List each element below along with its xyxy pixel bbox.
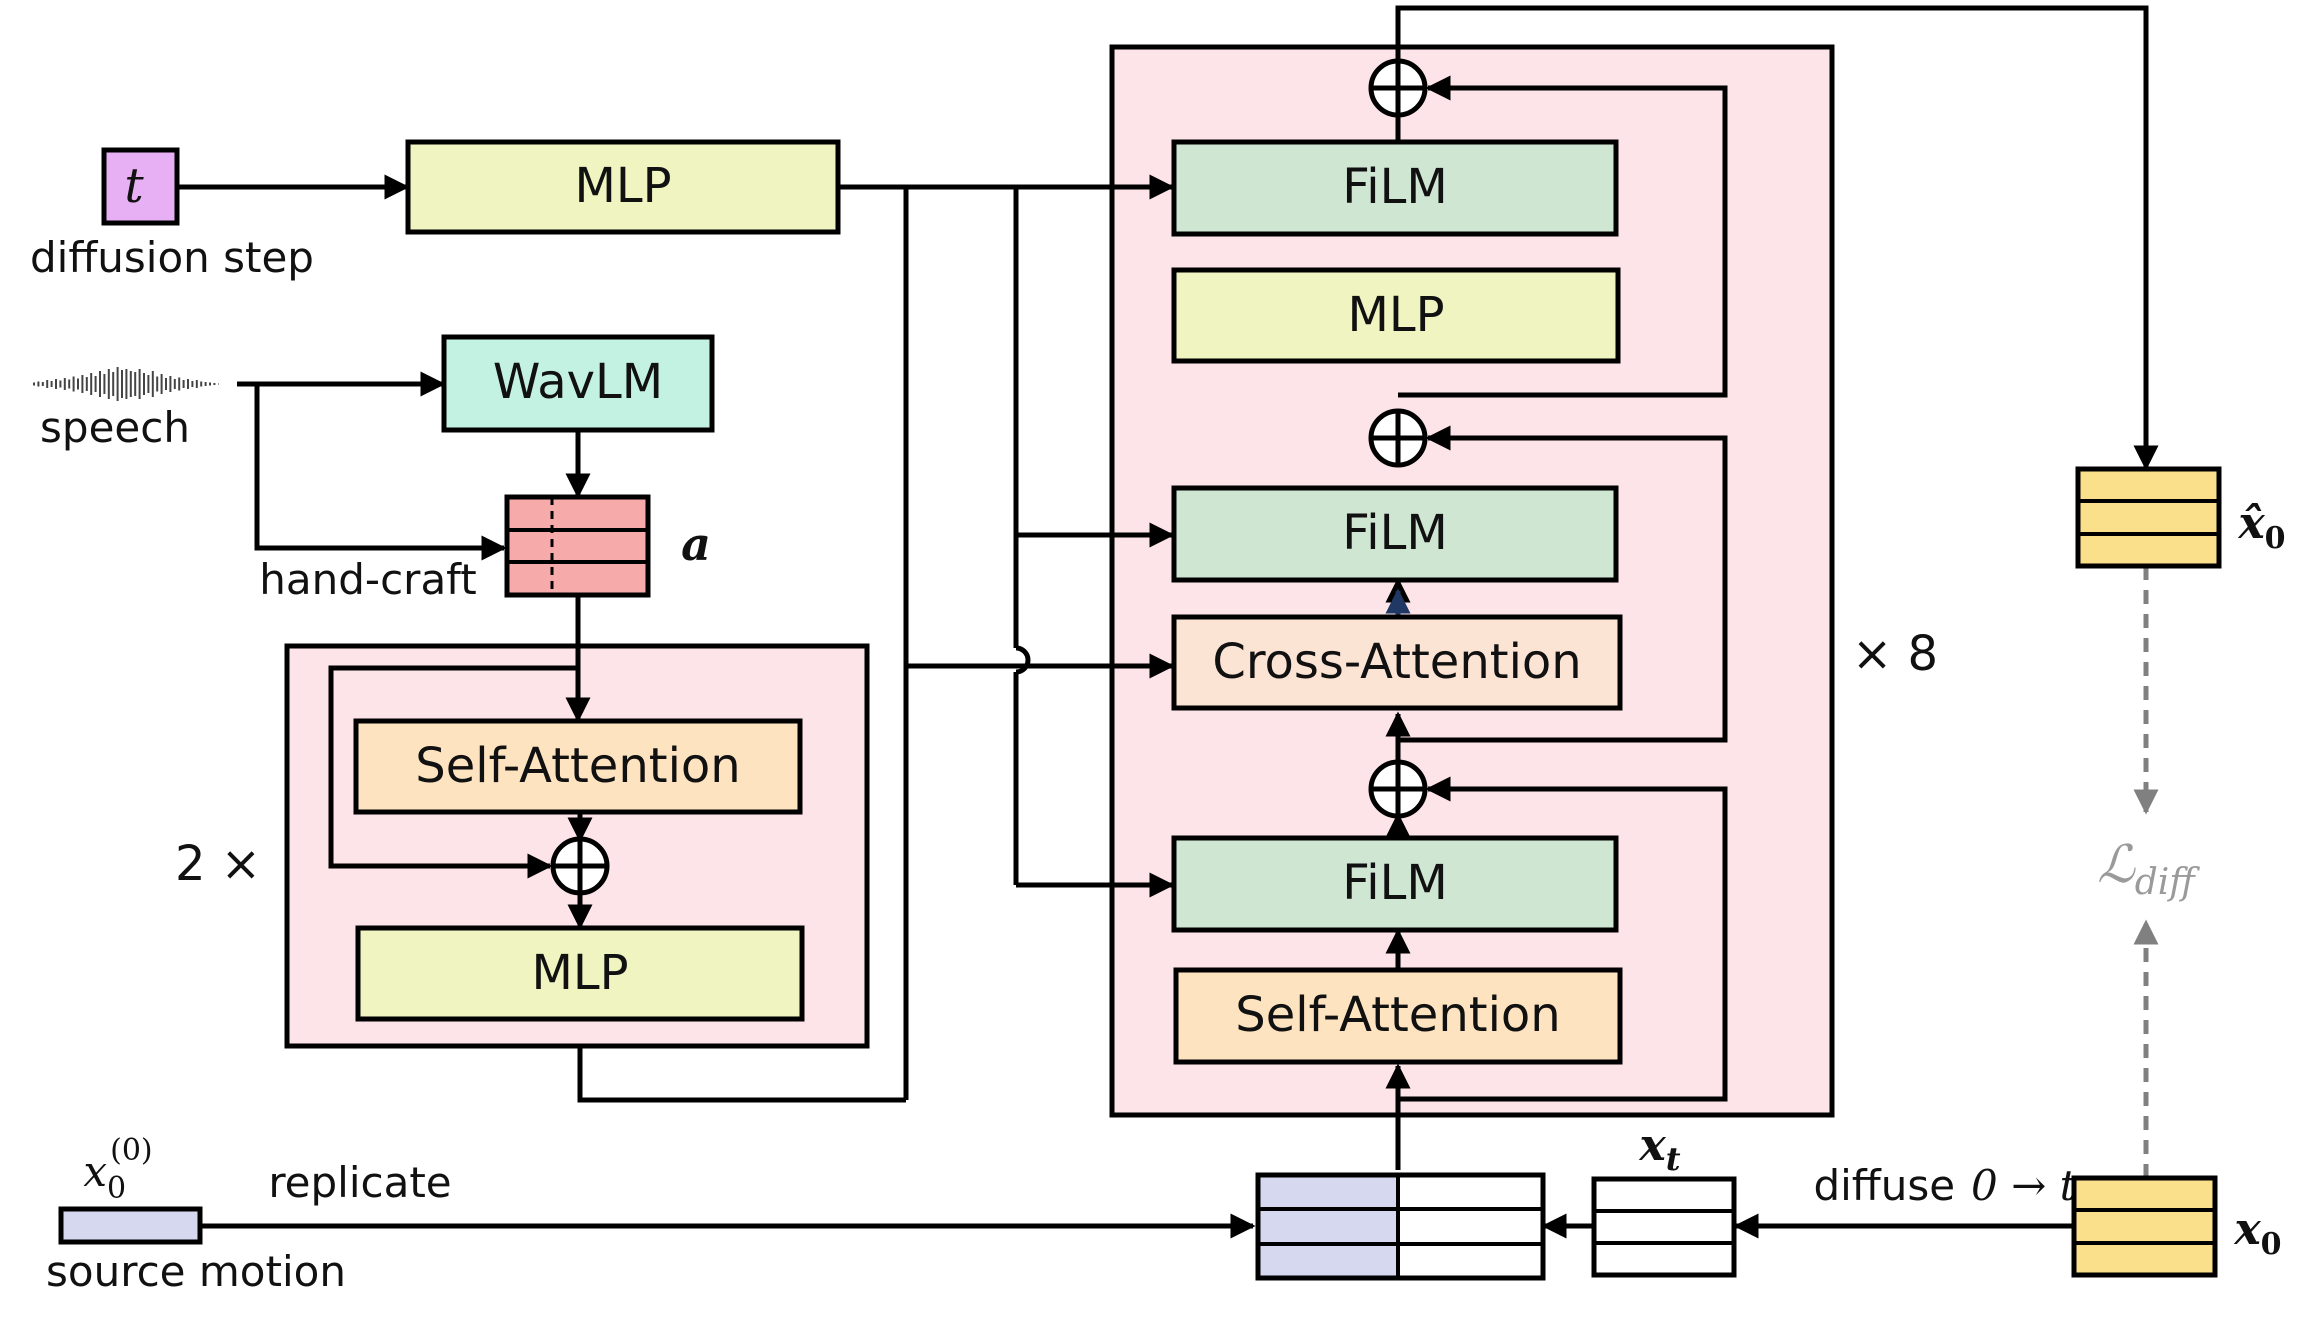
target-motion-symbol: x0 [2233,1204,2281,1262]
target-motion-subscript: 0 [2261,1227,2282,1262]
diffuse-range: 0 → t [1971,1161,2077,1210]
replicate-label: replicate [268,1158,451,1207]
source-motion-box [58,1206,203,1245]
source-motion-subscript: 0 [107,1171,126,1206]
diffusion-step-box [101,147,180,226]
decoder-add-mid-icon [1368,408,1428,468]
audio-residual-add-icon [550,836,610,896]
diffusion-step-symbol: t [124,158,144,214]
speech-label: speech [40,403,190,452]
cross-attention-label: Cross-Attention [1212,634,1581,690]
mlp-timestep-box [405,139,841,235]
target-motion-block [2071,1175,2218,1278]
cross-attention-box [1171,614,1623,711]
audio-mlp-box [355,925,805,1022]
audio-feature-block [504,494,651,598]
film-mid-label: FiLM [1342,505,1448,561]
film-top-box [1171,139,1619,237]
decoder-add-top-icon [1368,58,1428,118]
source-motion-label: source motion [46,1247,346,1296]
decoder-self-attention-box [1173,967,1623,1065]
decoder-mlp-box [1171,267,1621,364]
audio-mlp-label: MLP [531,945,628,1001]
audio-self-attention-box [353,718,803,815]
wavlm-label: WavLM [493,354,663,410]
concat-input-block [1255,1172,1546,1281]
diffusion-loss-subscript: diff [2135,862,2201,903]
decoder-repeat-label: × 8 [1852,626,1938,682]
film-mid-box [1171,485,1619,583]
diffusion-step-label: diffusion step [30,233,314,282]
decoder-mlp-label: MLP [1347,287,1444,343]
connections [178,5,2159,1239]
audio-repeat-label: 2 × [175,836,261,892]
predicted-motion-subscript: 0 [2265,521,2286,556]
source-motion-symbol: x0(0) [83,1133,152,1206]
predicted-motion-symbol: x̂0 [2237,498,2285,556]
film-bottom-box [1171,835,1619,933]
source-motion-superscript: (0) [110,1133,153,1168]
speech-waveform-icon [33,367,219,401]
mlp-timestep-label: MLP [574,158,671,214]
hand-craft-label: hand-craft [259,555,476,604]
film-top-label: FiLM [1342,159,1448,215]
audio-feature-symbol: a [681,517,711,571]
audio-self-attention-label: Self-Attention [415,738,740,794]
decoder-self-attention-label: Self-Attention [1235,987,1560,1043]
film-bottom-label: FiLM [1342,855,1448,911]
noisy-motion-block [1591,1176,1737,1278]
noisy-motion-symbol: xt [1638,1120,1680,1178]
wavlm-box [441,334,715,433]
noisy-motion-subscript: t [1666,1140,1681,1178]
decoder-add-bottom-icon [1368,759,1428,819]
predicted-motion-block [2075,466,2222,569]
diffusion-loss-label: ℒdiff [2097,835,2200,903]
